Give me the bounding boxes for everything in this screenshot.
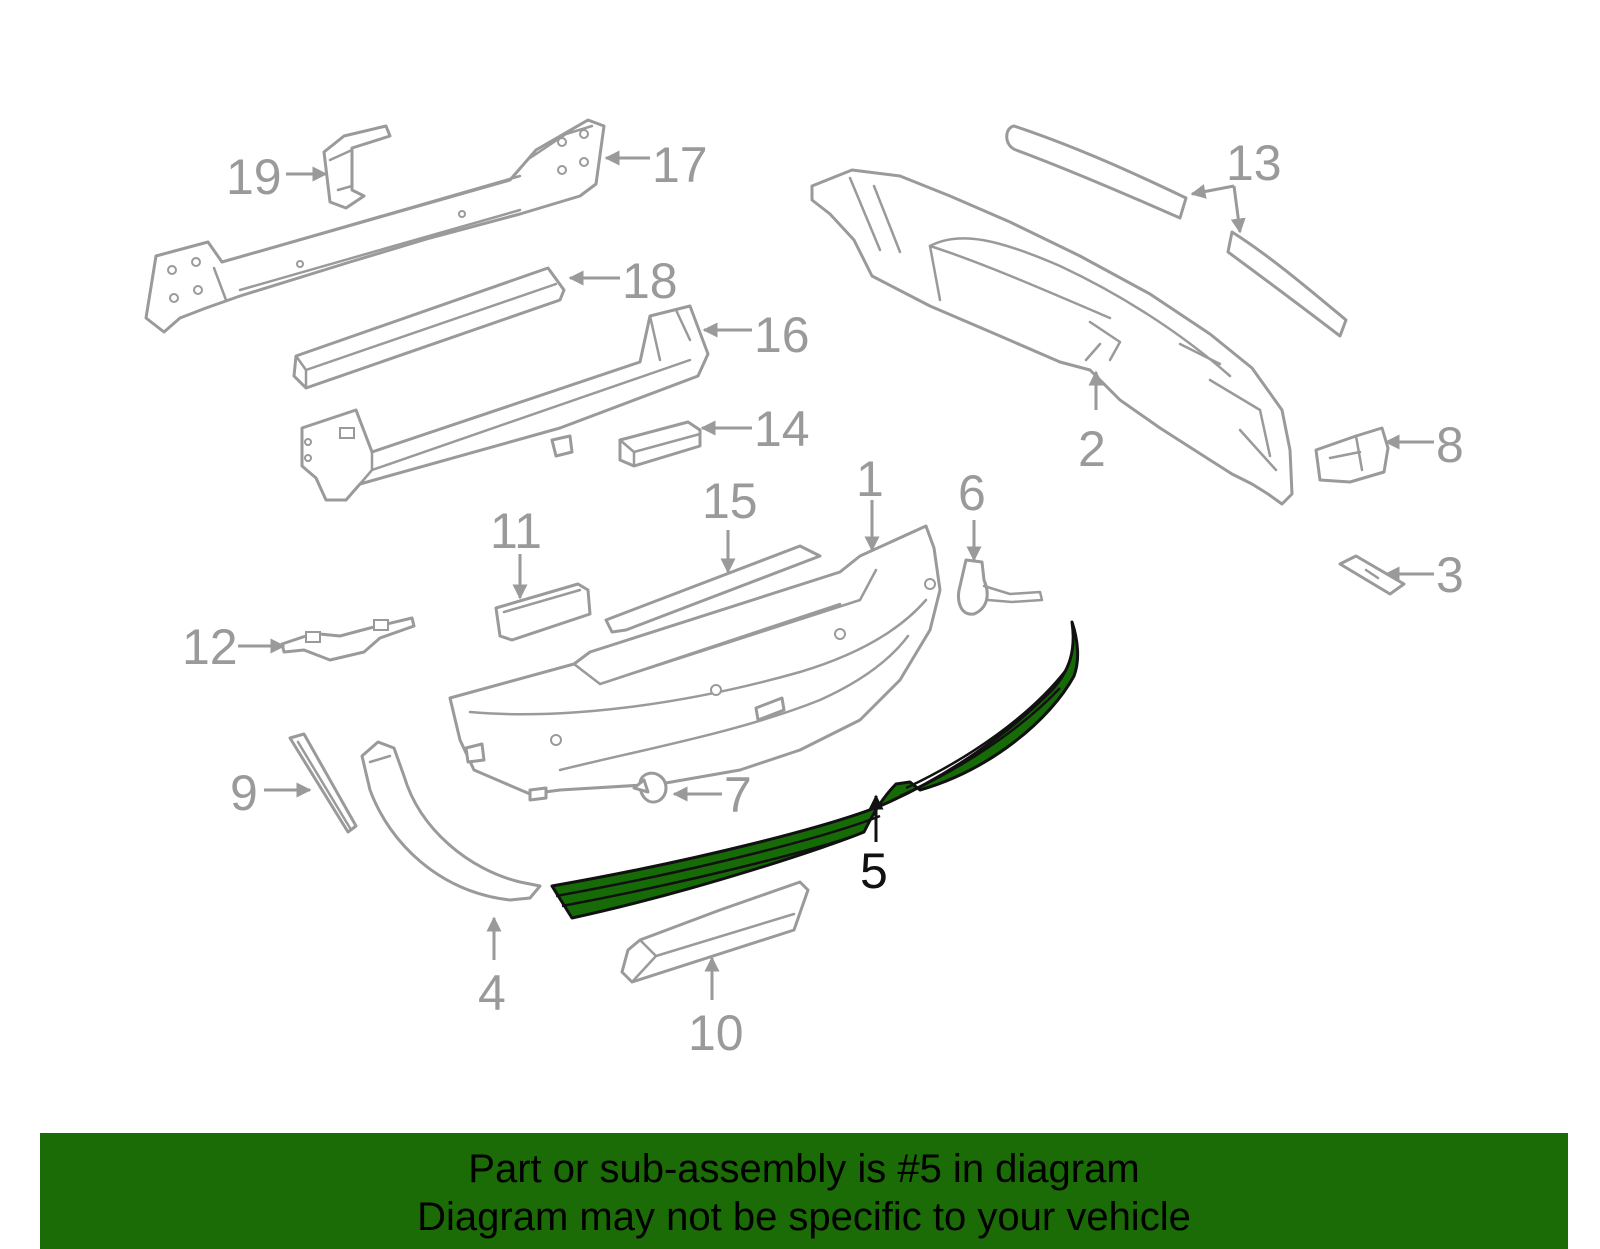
callout-number: 3 (1436, 547, 1464, 603)
callout-2: 2 (1078, 370, 1106, 477)
callout-19: 19 (226, 149, 328, 205)
callout-18: 18 (568, 253, 678, 309)
banner-line-2: Diagram may not be specific to your vehi… (417, 1195, 1191, 1239)
callout-number: 17 (652, 137, 708, 193)
callout-4: 4 (478, 916, 506, 1021)
part-9-trim (288, 732, 358, 834)
part-18-absorber (292, 266, 566, 390)
callout-5: 5 (860, 794, 888, 899)
callout-number: 14 (754, 401, 810, 457)
part-2-carrier (810, 168, 1294, 506)
callout-number: 5 (860, 843, 888, 899)
callout-7: 7 (672, 767, 752, 823)
part-4-moulding (360, 740, 542, 902)
part-11-reflector (494, 582, 592, 642)
callout-number: 15 (702, 473, 758, 529)
callout-13: 13 (1190, 135, 1282, 234)
callout-11: 11 (490, 503, 542, 600)
callout-17: 17 (604, 137, 708, 193)
callout-3: 3 (1384, 547, 1464, 603)
callout-number: 2 (1078, 421, 1106, 477)
callout-number: 16 (754, 307, 810, 363)
part-15-strip (604, 544, 822, 634)
callout-15: 15 (702, 473, 758, 574)
callout-9: 9 (230, 765, 312, 821)
part-1-bumper-cover (448, 524, 942, 802)
callout-number: 11 (490, 503, 542, 559)
callout-number: 8 (1436, 417, 1464, 473)
part-12-harness (280, 616, 416, 662)
callout-number: 19 (226, 149, 282, 205)
callout-number: 7 (724, 767, 752, 823)
callout-1: 1 (856, 451, 884, 552)
part-19-bracket (322, 124, 392, 210)
part-3-bracket (1338, 554, 1406, 596)
callout-6: 6 (958, 465, 986, 562)
part-6-sensor (957, 558, 1044, 616)
callout-12: 12 (182, 619, 286, 675)
callout-number: 18 (622, 253, 678, 309)
part-16-impact-bar (300, 304, 710, 502)
callout-10: 10 (688, 956, 744, 1061)
callout-16: 16 (702, 307, 810, 363)
callout-number: 10 (688, 1005, 744, 1061)
callout-number: 4 (478, 965, 506, 1021)
callout-number: 1 (856, 451, 884, 507)
callout-number: 9 (230, 765, 258, 821)
part-17-reinforcement (144, 118, 606, 334)
part-14-pad (618, 420, 702, 468)
info-banner: Part or sub-assembly is #5 in diagram Di… (40, 1133, 1568, 1249)
callout-number: 13 (1226, 135, 1282, 191)
part-13-strips (1005, 124, 1348, 338)
part-10-lower-panel (620, 880, 810, 984)
callout-number: 12 (182, 619, 238, 675)
banner-line-1: Part or sub-assembly is #5 in diagram (468, 1147, 1140, 1191)
part-8-clip (1314, 426, 1390, 484)
callout-number: 6 (958, 465, 986, 521)
part-5-highlighted-valance (550, 620, 1080, 920)
callout-14: 14 (700, 401, 810, 457)
callout-8: 8 (1384, 417, 1464, 473)
part-7-push-pin (632, 771, 668, 804)
